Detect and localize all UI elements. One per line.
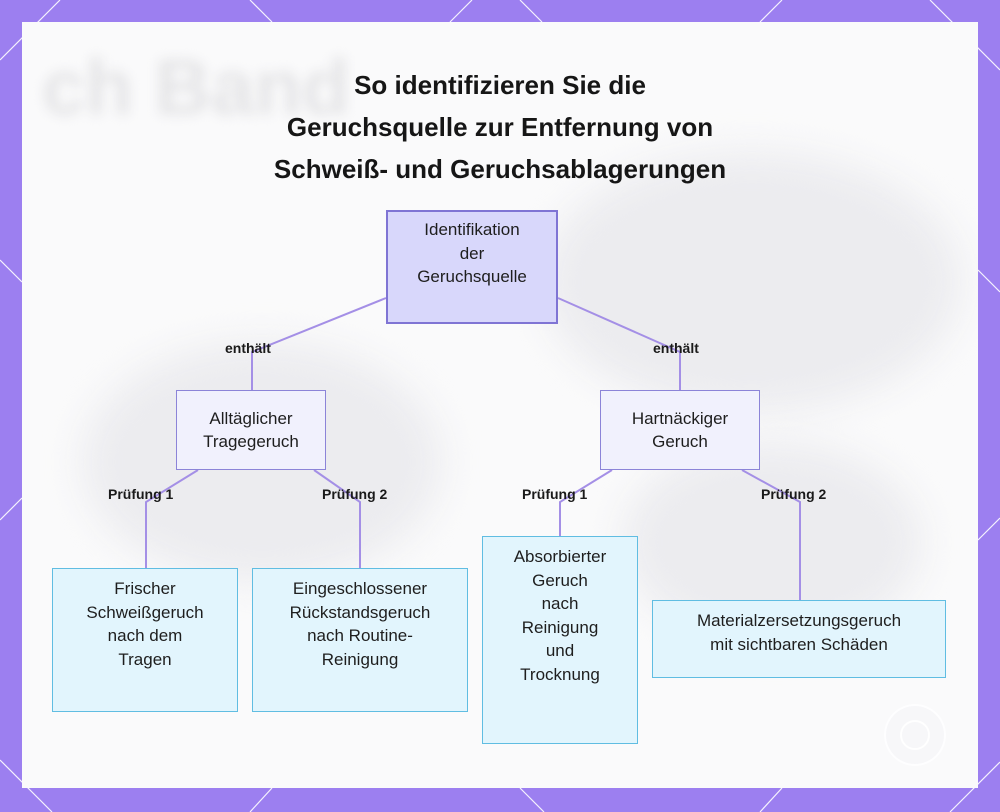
- node-text: Hartnäckiger: [631, 408, 729, 428]
- edge-label-check-2: Prüfung 2: [322, 486, 388, 502]
- node-text: und: [545, 641, 575, 660]
- node-text: Schweißgeruch: [86, 602, 204, 622]
- node-text: Identifikation: [424, 220, 520, 239]
- node-text: Tragen: [118, 649, 172, 669]
- node-text: Reinigung: [521, 617, 599, 637]
- background-blur-shape: [542, 152, 962, 412]
- background-blurred-text: ch Band: [42, 43, 350, 131]
- connector-stubborn-right: [741, 469, 801, 600]
- watermark-logo-icon: [884, 704, 946, 766]
- node-text: Geruchsquelle: [417, 267, 527, 286]
- node-text: Geruch: [532, 570, 588, 590]
- title-line: So identifizieren Sie die: [354, 70, 646, 100]
- node-odor-source-identification: Identifikation der Geruchsquelle: [386, 210, 558, 324]
- connector-everyday-right: [313, 469, 361, 568]
- node-stubborn-odor: Hartnäckiger Geruch: [600, 390, 760, 470]
- node-text: nach: [541, 594, 579, 613]
- node-text: nach Routine-: [307, 626, 413, 645]
- connector-everyday-left: [145, 469, 199, 568]
- node-fresh-sweat-odor: Frischer Schweißgeruch nach dem Tragen: [52, 568, 238, 712]
- connector-stubborn-left: [559, 469, 613, 536]
- node-text: Geruch: [652, 432, 708, 451]
- connector-root-right: [557, 297, 681, 390]
- node-text: der: [459, 243, 485, 263]
- title-line: Schweiß- und Geruchsablagerungen: [273, 154, 727, 184]
- diagram-title: So identifizieren Sie die Geruchsquelle …: [22, 64, 978, 190]
- node-absorbed-odor: Absorbierter Geruch nach Reinigung und T…: [482, 536, 638, 744]
- node-trapped-residue-odor: Eingeschlossener Rückstandsgeruch nach R…: [252, 568, 468, 712]
- node-everyday-wear-odor: Alltäglicher Tragegeruch: [176, 390, 326, 470]
- node-text: Absorbierter: [513, 547, 607, 566]
- connector-lines: [145, 297, 801, 600]
- node-text: Eingeschlossener: [292, 579, 428, 598]
- node-text: Trocknung: [520, 664, 600, 684]
- node-text: Rückstandsgeruch: [289, 602, 431, 622]
- node-text: nach dem: [107, 626, 183, 645]
- node-text: Frischer: [114, 579, 176, 598]
- edge-label-check-1: Prüfung 1: [108, 486, 174, 502]
- edge-label-check-2: Prüfung 2: [761, 486, 827, 502]
- node-text: Materialzersetzungsgeruch: [696, 611, 902, 630]
- watermark-ring: [900, 720, 930, 750]
- node-text: mit sichtbaren Schäden: [710, 634, 888, 654]
- edge-label-contains: enthält: [653, 340, 699, 356]
- edge-label-check-1: Prüfung 1: [522, 486, 588, 502]
- node-material-decomposition-odor: Materialzersetzungsgeruch mit sichtbaren…: [652, 600, 946, 678]
- node-text: Tragegeruch: [203, 432, 299, 451]
- connector-root-left: [251, 297, 387, 390]
- diagram-canvas: ch Band So identifizieren Sie die Geruch…: [22, 22, 978, 788]
- title-line: Geruchsquelle zur Entfernung von: [286, 112, 714, 142]
- edge-label-contains: enthält: [225, 340, 271, 356]
- node-text: Reinigung: [321, 649, 399, 669]
- node-text: Alltäglicher: [209, 408, 293, 428]
